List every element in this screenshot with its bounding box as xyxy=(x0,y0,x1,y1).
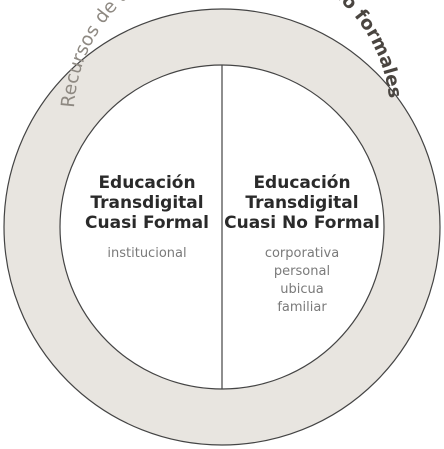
right-title-line-2: Transdigital xyxy=(245,193,358,213)
right-item-familiar: familiar xyxy=(277,300,327,315)
left-title-line-3: Cuasi Formal xyxy=(85,213,209,233)
right-item-corporativa: corporativa xyxy=(265,246,339,261)
left-title-line-1: Educación xyxy=(98,173,195,193)
right-title-line-3: Cuasi No Formal xyxy=(224,213,380,233)
left-item-institucional: institucional xyxy=(107,246,186,261)
left-section: Educación Transdigital Cuasi Formal inst… xyxy=(85,173,209,261)
left-title-line-2: Transdigital xyxy=(90,193,203,213)
right-section: Educación Transdigital Cuasi No Formal c… xyxy=(224,173,380,315)
right-item-ubicua: ubicua xyxy=(280,282,323,297)
right-item-personal: personal xyxy=(274,264,330,279)
right-title-line-1: Educación xyxy=(253,173,350,193)
